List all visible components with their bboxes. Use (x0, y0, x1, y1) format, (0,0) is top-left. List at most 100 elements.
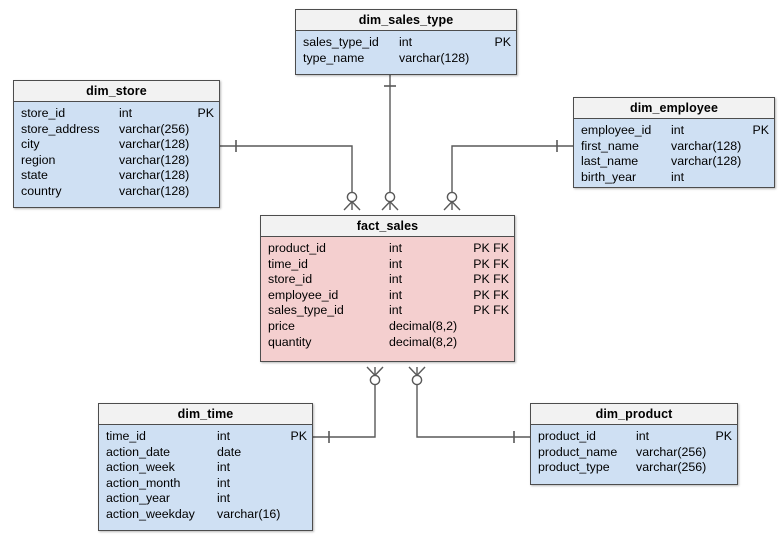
attribute-name: time_id (106, 429, 146, 443)
attribute-name: action_year (106, 491, 171, 506)
entity-title-fact_sales: fact_sales (261, 216, 514, 237)
attribute-key-badge: PK (197, 106, 214, 120)
attribute-name: first_name (581, 138, 639, 153)
attribute-name: type_name (303, 50, 365, 65)
attribute-name: action_week (106, 460, 175, 475)
attribute-name: state (21, 168, 48, 183)
cardinality-many-marker (443, 201, 461, 211)
cardinality-zero-marker (369, 374, 381, 386)
attribute-name: action_month (106, 475, 181, 490)
attribute-row: employee_id int PK (574, 123, 774, 139)
attribute-type: varchar(16) (217, 506, 281, 521)
entity-title-dim_employee: dim_employee (574, 98, 774, 119)
cardinality-zero-marker (384, 191, 396, 203)
entity-title-dim_time: dim_time (99, 404, 312, 425)
attribute-row: quantity decimal(8,2) (261, 335, 514, 351)
attribute-name: employee_id (581, 123, 652, 137)
attribute-type: int (671, 123, 685, 137)
attribute-type: int (636, 429, 650, 443)
attribute-type: varchar(128) (119, 183, 190, 198)
cardinality-zero-marker (446, 191, 458, 203)
attribute-row: employee_id int PK FK (261, 288, 514, 304)
relationship-dim_product-to-fact_sales (408, 366, 530, 443)
attribute-type: varchar(128) (119, 137, 190, 152)
attribute-type: int (217, 491, 231, 506)
attribute-type: varchar(256) (636, 460, 707, 475)
attribute-key-badge: PK (752, 123, 769, 137)
entity-title-dim_sales_type: dim_sales_type (296, 10, 516, 31)
attribute-name: quantity (268, 334, 312, 349)
cardinality-many-marker (408, 366, 426, 376)
relationship-dim_sales_type-to-fact_sales (381, 75, 399, 211)
attribute-name: store_id (268, 272, 313, 287)
attribute-type: decimal(8,2) (389, 334, 458, 349)
attribute-name: product_name (538, 444, 618, 459)
attribute-type: int (389, 241, 403, 255)
attribute-list: store_id int PK store_address varchar(256) ci… (14, 102, 219, 204)
attribute-name: price (268, 318, 295, 333)
attribute-name: store_address (21, 121, 100, 136)
attribute-key-badge: PK (290, 429, 307, 443)
attribute-row: first_name varchar(128) (574, 139, 774, 155)
relationship-dim_store-to-fact_sales (220, 140, 361, 211)
attribute-name: store_id (21, 106, 66, 120)
cardinality-many-marker (366, 366, 384, 376)
attribute-row: type_name varchar(128) (296, 51, 516, 67)
attribute-type: varchar(256) (119, 121, 190, 136)
attribute-type: int (389, 303, 403, 318)
relationship-dim_time-to-fact_sales (313, 366, 384, 443)
entity-title-dim_product: dim_product (531, 404, 737, 425)
attribute-key-badge: PK FK (473, 272, 509, 287)
attribute-type: varchar(128) (119, 168, 190, 183)
attribute-key-badge: PK (494, 35, 511, 49)
attribute-name: employee_id (268, 287, 339, 302)
attribute-name: sales_type_id (268, 303, 344, 318)
attribute-name: product_id (538, 429, 596, 443)
attribute-type: int (399, 35, 413, 49)
attribute-row: state varchar(128) (14, 168, 219, 184)
attribute-key-badge: PK FK (473, 256, 509, 271)
attribute-type: varchar(128) (671, 138, 742, 153)
attribute-name: time_id (268, 256, 308, 271)
attribute-key-badge: PK FK (473, 287, 509, 302)
attribute-row: store_address varchar(256) (14, 122, 219, 138)
attribute-type: varchar(128) (399, 50, 470, 65)
attribute-name: action_date (106, 444, 171, 459)
attribute-type: int (119, 106, 133, 120)
attribute-type: date (217, 444, 242, 459)
attribute-name: birth_year (581, 169, 637, 184)
attribute-type: int (671, 169, 685, 184)
attribute-name: last_name (581, 154, 639, 169)
attribute-name: country (21, 183, 62, 198)
attribute-name: city (21, 137, 40, 152)
attribute-row: country varchar(128) (14, 184, 219, 200)
attribute-type: int (389, 287, 403, 302)
attribute-row: birth_year int (574, 170, 774, 186)
entity-title-dim_store: dim_store (14, 81, 219, 102)
